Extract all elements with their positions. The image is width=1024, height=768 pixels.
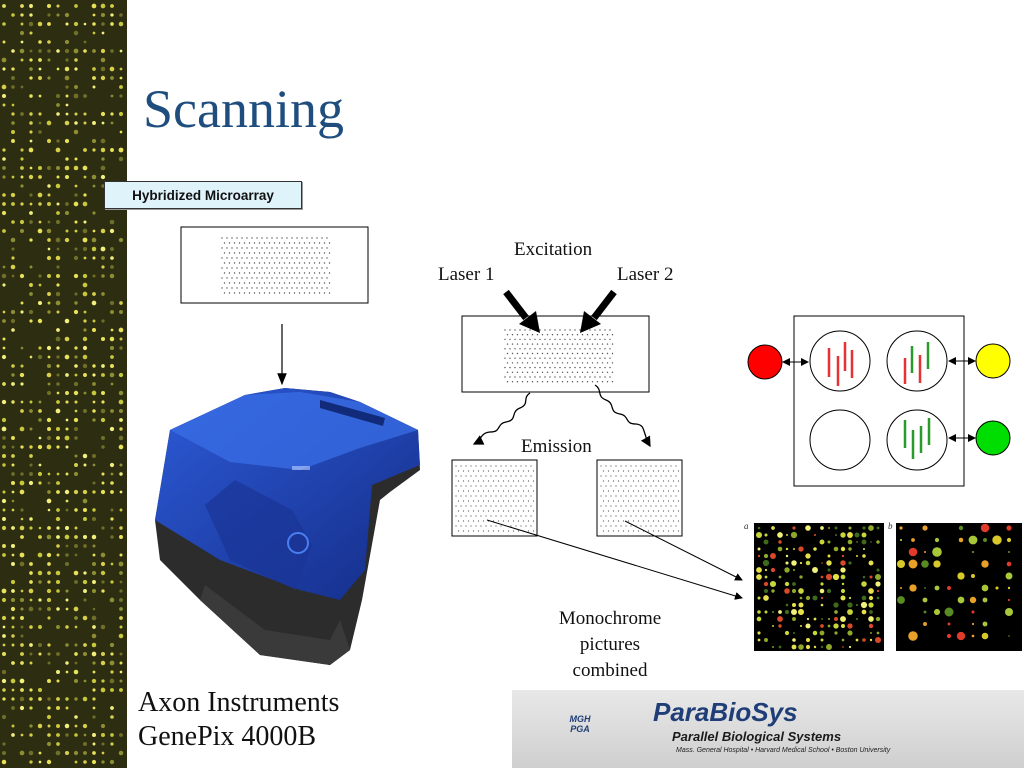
scanner-caption-line: GenePix 4000B: [138, 721, 317, 752]
emission-wave-right: [594, 384, 651, 448]
combined-image-b: [896, 523, 1022, 651]
laser-red-dot: [747, 344, 783, 380]
scanner-device-icon: [155, 388, 420, 665]
combined-spots-a: [755, 525, 882, 650]
laser1-label: Laser 1: [438, 264, 495, 285]
spot-green: [886, 409, 948, 471]
panel-caption-b: b: [888, 521, 893, 531]
monochrome-picture-left: [451, 459, 538, 537]
slide-spots-middle: [504, 329, 614, 383]
monochrome-caption-line: Monochrome: [558, 608, 662, 629]
monochrome-spots-right: [600, 465, 680, 532]
logo-text-pga: PGA: [570, 724, 590, 734]
logo-text-mgh: MGH: [569, 714, 591, 724]
spot-empty: [809, 409, 871, 471]
mgh-pga-logo-text: MGH PGA: [560, 714, 600, 734]
decorative-sidebar: [0, 0, 127, 768]
hybridized-microarray-label: Hybridized Microarray: [104, 181, 302, 209]
green-signal-bars: [903, 418, 931, 459]
microarray-slide-top: [180, 226, 369, 304]
excitation-label: Excitation: [514, 239, 593, 260]
monochrome-caption-line: pictures: [579, 634, 641, 655]
emission-wave-left: [472, 392, 531, 445]
laser2-arrow: [591, 289, 617, 321]
slide-title: Scanning: [143, 79, 344, 139]
spot-red: [809, 330, 871, 392]
arrow-left-to-combined: [486, 519, 743, 600]
monochrome-spots-left: [455, 465, 535, 532]
laser-green-dot: [975, 420, 1011, 456]
spot-yellow: [886, 330, 948, 392]
combined-image-a: [754, 523, 884, 651]
banner-institutions: Mass. General Hospital • Harvard Medical…: [676, 747, 891, 754]
arrow-right-to-combined: [624, 520, 743, 581]
parabiosys-banner: [512, 690, 1024, 768]
banner-subtitle: Parallel Biological Systems: [672, 729, 842, 744]
scanner-caption-line: Axon Instruments: [138, 687, 340, 718]
microarray-dot-pattern: [1, 3, 124, 765]
panel-caption-a: a: [744, 521, 749, 531]
laser-yellow-dot: [975, 343, 1011, 379]
scanner-caption: Axon Instruments GenePix 4000B: [138, 686, 339, 754]
monochrome-caption-line: combined: [572, 660, 648, 681]
monochrome-picture-right: [596, 459, 683, 537]
emission-label: Emission: [521, 436, 592, 457]
laser2-label: Laser 2: [617, 264, 674, 285]
microarray-slide-middle: [461, 315, 650, 393]
slide-spots-top: [221, 237, 331, 294]
laser1-arrow: [503, 289, 529, 321]
monochrome-caption: Monochrome pictures combined: [540, 606, 680, 684]
combined-spots-b: [896, 523, 1014, 641]
mixed-signal-bars: [903, 342, 930, 384]
red-signal-bars: [827, 342, 854, 386]
banner-name: ParaBioSys: [653, 697, 798, 727]
